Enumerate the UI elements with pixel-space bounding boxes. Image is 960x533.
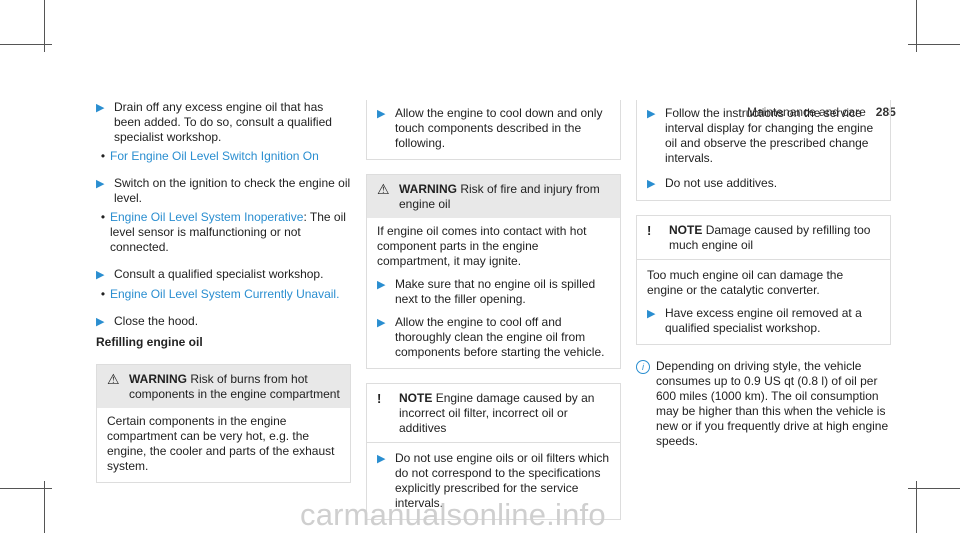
warning-body: Certain components in the engine compart… bbox=[107, 414, 335, 473]
arrow-icon: ▶ bbox=[96, 178, 105, 190]
note-icon: ! bbox=[647, 223, 652, 238]
step: ▶Do not use engine oils or oil filters w… bbox=[377, 451, 610, 510]
crop-mark bbox=[916, 481, 917, 533]
warning-header: ⚠WARNING Risk of burns from hot componen… bbox=[97, 365, 350, 408]
crop-mark bbox=[44, 481, 45, 533]
step: ▶Consult a qualified specialist workshop… bbox=[96, 267, 324, 281]
message-link: For Engine Oil Level Switch Ignition On bbox=[110, 149, 319, 163]
step: ▶Make sure that no engine oil is spilled… bbox=[377, 277, 596, 306]
warning-icon: ⚠ bbox=[377, 181, 390, 197]
note-box: !NOTE Engine damage caused by an incorre… bbox=[366, 383, 621, 520]
bullet-icon: • bbox=[100, 287, 106, 301]
section-title: Maintenance and care bbox=[747, 105, 866, 119]
list-item: • Engine Oil Level System Currently Unava… bbox=[96, 287, 351, 302]
step: ▶Have excess engine oil removed at a qua… bbox=[647, 306, 862, 335]
column-1: ▶Drain off any excess engine oil that ha… bbox=[96, 100, 351, 483]
crop-mark bbox=[0, 44, 52, 45]
continued-box: ▶Follow the instructions on the service … bbox=[636, 100, 891, 201]
step: ▶Allow the engine to cool off and thorou… bbox=[377, 315, 605, 359]
note-body: Too much engine oil can damage the engin… bbox=[637, 259, 890, 344]
arrow-icon: ▶ bbox=[377, 317, 386, 329]
bullet-icon: • bbox=[100, 210, 106, 224]
info-note: i Depending on driving style, the vehicl… bbox=[636, 359, 891, 449]
column-2: ▶Allow the engine to cool down and only … bbox=[366, 100, 621, 520]
message-link: Engine Oil Level System Currently Unavai… bbox=[110, 287, 340, 301]
list-item: •Engine Oil Level System Inoperative: Th… bbox=[96, 210, 351, 255]
note-body: ▶Do not use engine oils or oil filters w… bbox=[367, 442, 620, 519]
crop-mark bbox=[908, 44, 960, 45]
arrow-icon: ▶ bbox=[377, 453, 386, 465]
arrow-icon: ▶ bbox=[647, 108, 656, 120]
watermark: carmanualsonline.info bbox=[300, 497, 606, 532]
crop-mark bbox=[44, 0, 45, 52]
crop-mark bbox=[916, 0, 917, 52]
warning-header: ⚠WARNING Risk of fire and injury from en… bbox=[367, 175, 620, 218]
message-link: Engine Oil Level System Inoperative bbox=[110, 210, 304, 224]
step: ▶Follow the instructions on the service … bbox=[647, 106, 874, 165]
section-heading: Refilling engine oil bbox=[96, 335, 203, 349]
warning-box: ⚠WARNING Risk of fire and injury from en… bbox=[366, 174, 621, 369]
crop-mark bbox=[908, 488, 960, 489]
crop-mark bbox=[0, 488, 52, 489]
note-box: !NOTE Damage caused by refilling too muc… bbox=[636, 215, 891, 345]
arrow-icon: ▶ bbox=[96, 316, 105, 328]
arrow-icon: ▶ bbox=[647, 178, 656, 190]
arrow-icon: ▶ bbox=[647, 308, 656, 320]
column-3: ▶Follow the instructions on the service … bbox=[636, 100, 891, 449]
note-header: !NOTE Engine damage caused by an incorre… bbox=[377, 391, 595, 435]
arrow-icon: ▶ bbox=[377, 108, 386, 120]
warning-icon: ⚠ bbox=[107, 371, 120, 387]
step: ▶Close the hood. bbox=[96, 314, 199, 328]
note-icon: ! bbox=[377, 391, 382, 406]
step: ▶Drain off any excess engine oil that ha… bbox=[96, 100, 332, 144]
note-header: !NOTE Damage caused by refilling too muc… bbox=[647, 223, 871, 252]
arrow-icon: ▶ bbox=[96, 269, 105, 281]
continued-box: ▶Allow the engine to cool down and only … bbox=[366, 100, 621, 160]
warning-body: If engine oil comes into contact with ho… bbox=[367, 218, 620, 368]
step: ▶Do not use additives. bbox=[647, 176, 778, 190]
warning-box: ⚠WARNING Risk of burns from hot componen… bbox=[96, 364, 351, 483]
arrow-icon: ▶ bbox=[377, 279, 386, 291]
info-icon: i bbox=[636, 360, 650, 374]
step: ▶Switch on the ignition to check the eng… bbox=[96, 176, 351, 205]
step: ▶Allow the engine to cool down and only … bbox=[377, 106, 603, 150]
bullet-icon: • bbox=[100, 149, 106, 163]
list-item: • For Engine Oil Level Switch Ignition On bbox=[96, 149, 351, 164]
arrow-icon: ▶ bbox=[96, 102, 105, 114]
